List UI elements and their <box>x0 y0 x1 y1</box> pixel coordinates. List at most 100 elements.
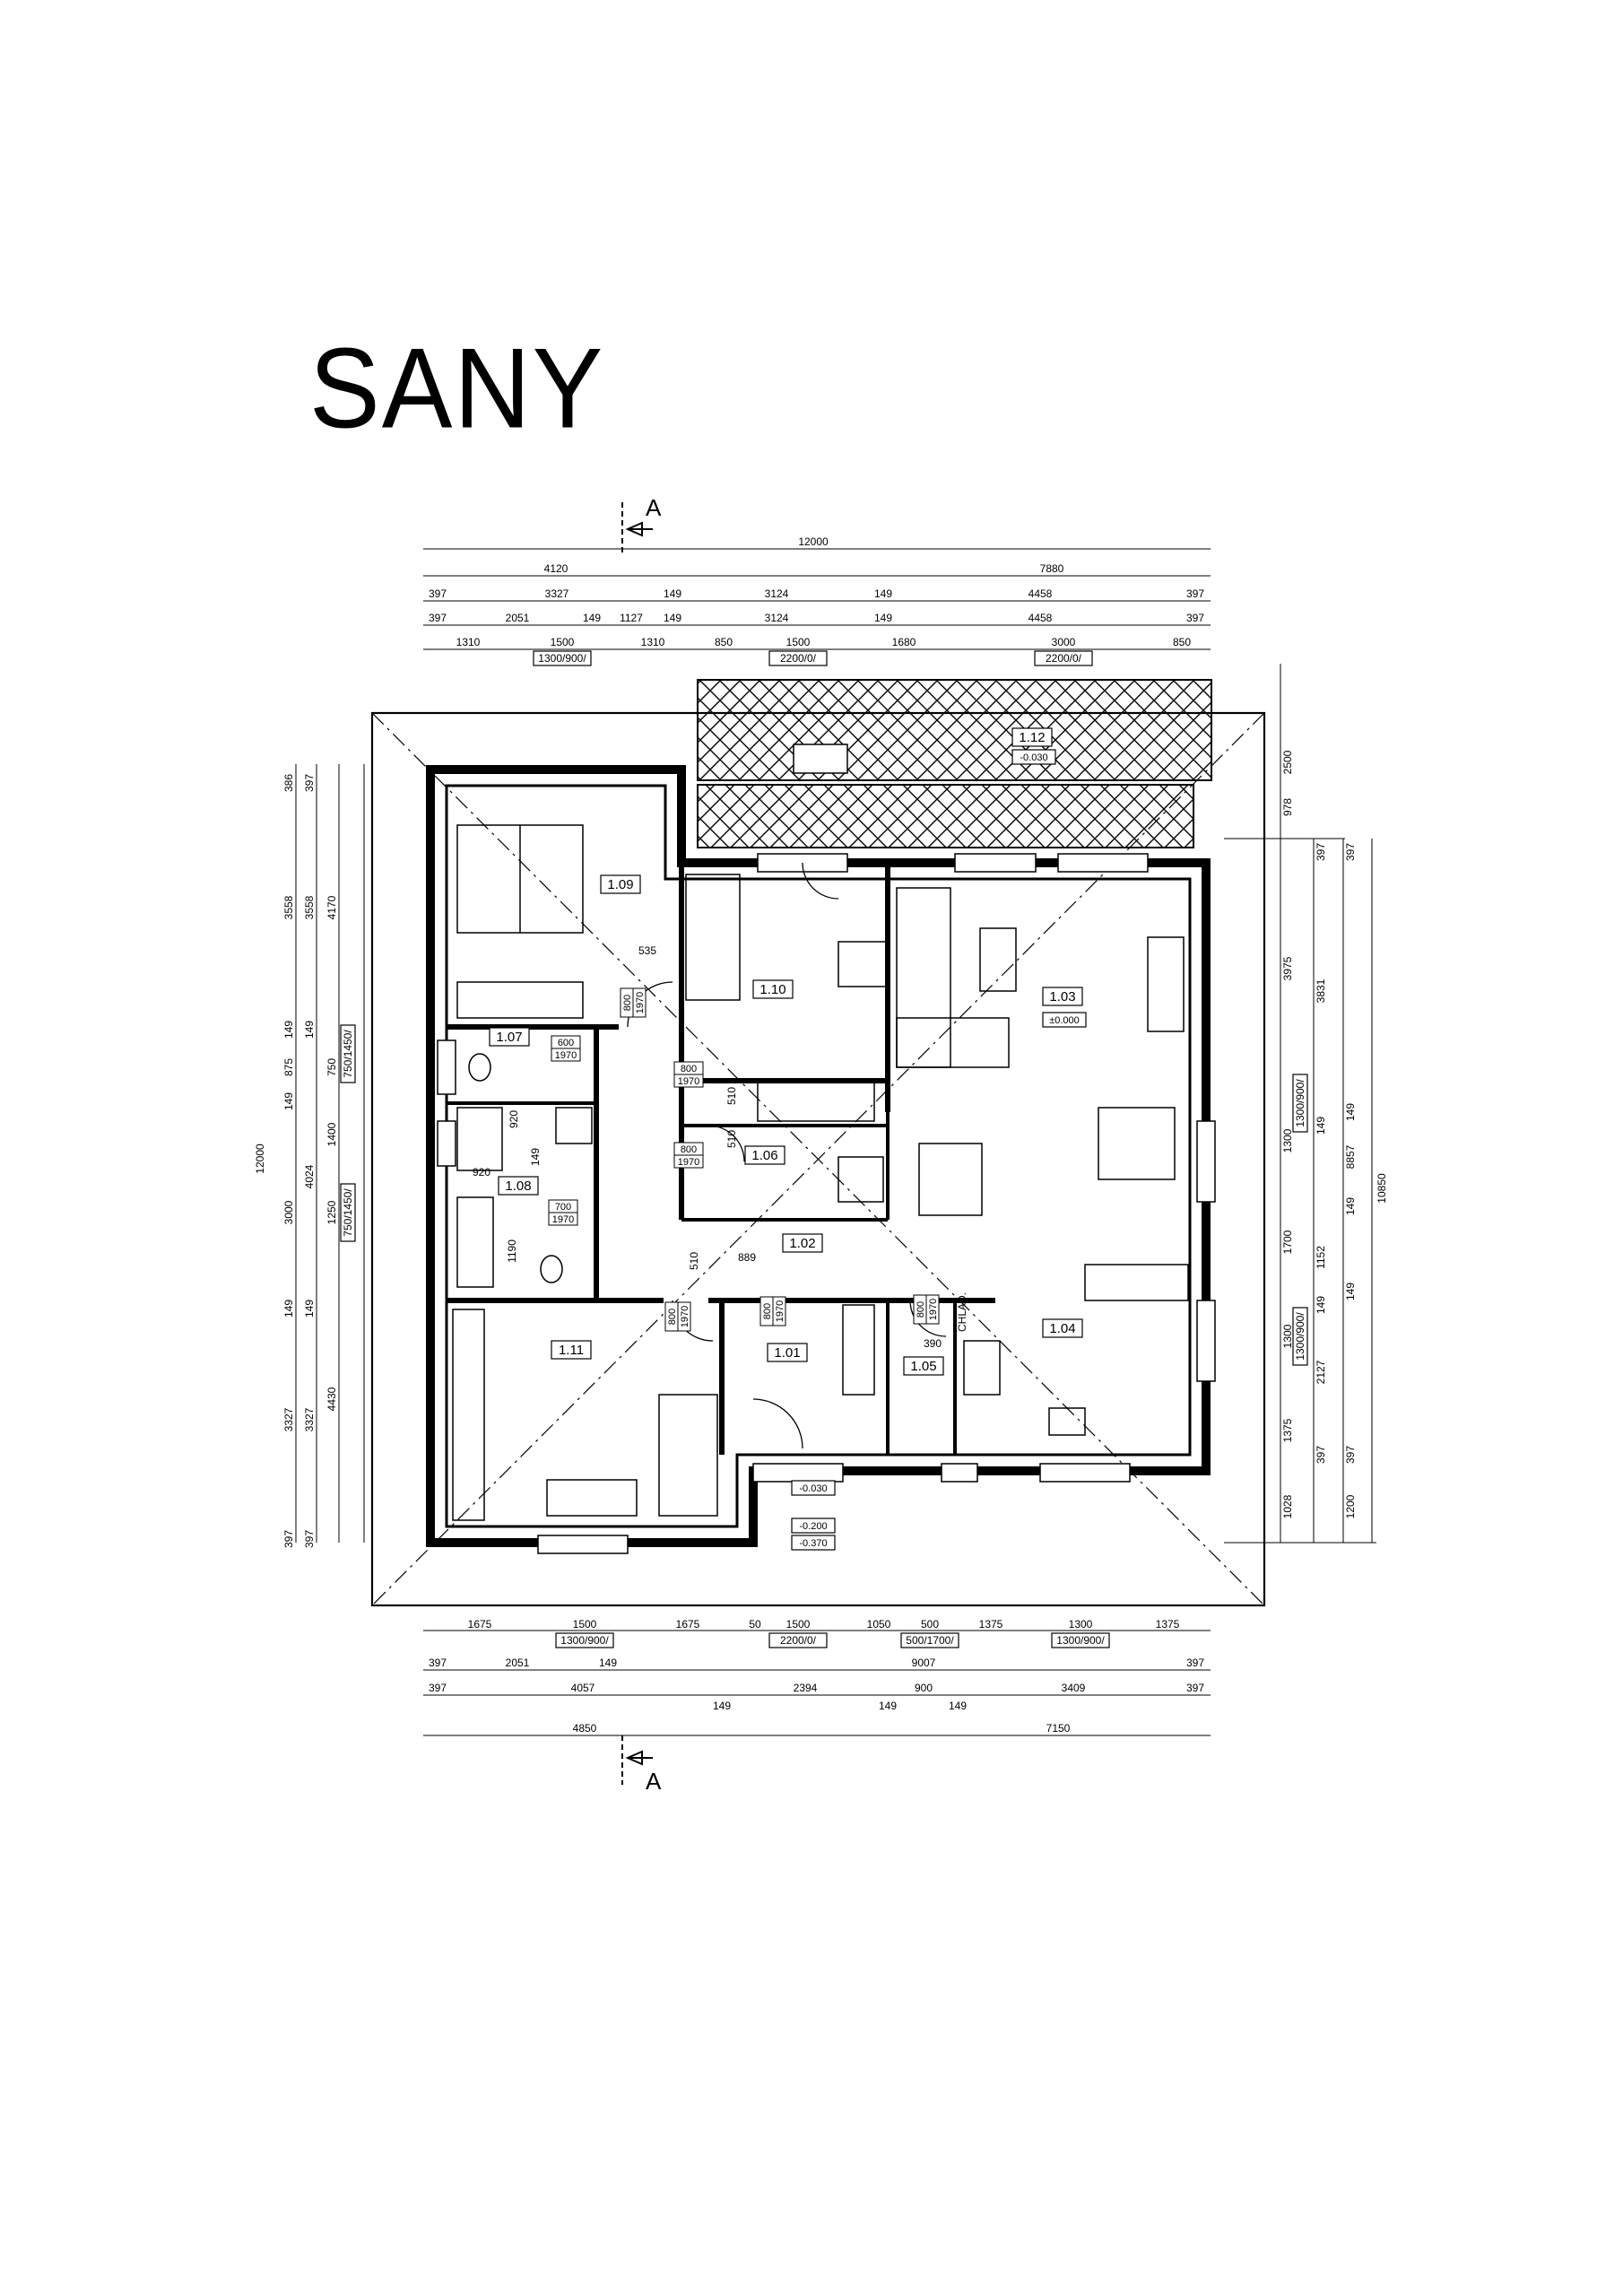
room-label: 1.11 <box>559 1343 584 1358</box>
right-dimension: 3975 <box>1281 956 1294 980</box>
tv-icon <box>1147 936 1185 1032</box>
room-label: 1.04 <box>1049 1321 1075 1336</box>
left-dimension: 750 <box>325 1058 338 1076</box>
single-bed-icon-1 <box>685 874 741 1001</box>
opening-tag-box <box>1051 1632 1110 1648</box>
sofa-icon <box>896 887 951 1068</box>
level-label: -0.030 <box>1020 752 1047 763</box>
stove-icon <box>918 1143 983 1216</box>
room-label-box <box>1042 1318 1083 1338</box>
bottom-dimension: 2394 <box>794 1682 818 1694</box>
right-dimension: 149 <box>1344 1103 1357 1121</box>
left-dimension: 4024 <box>303 1164 316 1188</box>
bottom-dimension: 1675 <box>468 1618 492 1631</box>
opening-tag-box <box>340 1024 356 1083</box>
top-dimension: 4458 <box>1028 612 1053 624</box>
left-dimension: 1250 <box>325 1200 338 1224</box>
bottom-dimension: 1050 <box>867 1618 891 1631</box>
right-dimension: 8857 <box>1344 1144 1357 1169</box>
right-dimension: 1375 <box>1281 1418 1294 1442</box>
opening-tag: 500/1700/ <box>906 1634 954 1647</box>
bottom-dimension: 149 <box>713 1700 731 1712</box>
bottom-dimension: 2051 <box>506 1657 530 1669</box>
door-tag-value: 1970 <box>678 1076 699 1087</box>
bottom-dimension: 397 <box>1186 1682 1204 1694</box>
top-dimension: 3000 <box>1052 636 1076 648</box>
sink-icon <box>1048 1407 1086 1436</box>
bottom-dimension: 1500 <box>786 1618 811 1631</box>
left-dimension: 3558 <box>282 895 295 919</box>
bottom-dimension: 1500 <box>573 1618 597 1631</box>
interior-dimension: 920 <box>473 1166 490 1178</box>
level-box <box>791 1535 836 1551</box>
bottom-dimension: 500 <box>921 1618 939 1631</box>
drawing-title: SANY <box>309 325 605 453</box>
left-dimension: 875 <box>282 1058 295 1076</box>
right-dimension: 10850 <box>1376 1173 1388 1204</box>
left-dimension: 386 <box>282 774 295 792</box>
interior-dimension: 149 <box>529 1148 542 1166</box>
interior-dimension: 510 <box>725 1130 738 1148</box>
bottom-dimension: 1375 <box>979 1618 1003 1631</box>
bottom-dimension: 149 <box>599 1657 617 1669</box>
interior-dimension: 920 <box>508 1110 520 1128</box>
room-label: 1.08 <box>505 1178 531 1194</box>
left-dimension: 1400 <box>325 1122 338 1146</box>
bottom-dimension: 50 <box>749 1618 761 1631</box>
top-dimension: 2051 <box>506 612 530 624</box>
left-dimension: 149 <box>282 1092 295 1110</box>
top-dimension: 3327 <box>545 587 569 600</box>
door-tag-value: 1970 <box>678 1157 699 1168</box>
left-dimension: 3000 <box>282 1200 295 1224</box>
interior-dimension: 390 <box>924 1337 942 1350</box>
left-dimension: 149 <box>282 1300 295 1318</box>
left-dimension: 149 <box>282 1021 295 1039</box>
opening-tag: 1300/900/ <box>1056 1634 1105 1647</box>
top-dimension: 1500 <box>551 636 575 648</box>
interior-dimension: 510 <box>725 1087 738 1105</box>
right-dimension: 1700 <box>1281 1230 1294 1254</box>
left-dimension: 149 <box>303 1300 316 1318</box>
opening-tag-box <box>340 1183 356 1242</box>
bottom-dimension: 149 <box>879 1700 897 1712</box>
exterior-walls <box>426 765 1211 1547</box>
door-tag-value: 600 <box>558 1038 574 1048</box>
opening-tag: 1300/900/ <box>560 1634 609 1647</box>
right-dimension: 397 <box>1344 843 1357 861</box>
door-tag-value: 1970 <box>928 1299 939 1320</box>
left-dimension: 12000 <box>254 1144 266 1174</box>
hob-icon <box>963 1340 1001 1396</box>
top-dimension: 3124 <box>765 587 789 600</box>
top-dimension: 149 <box>583 612 601 624</box>
bottom-dimension: 4057 <box>571 1682 595 1694</box>
top-dimension: 149 <box>874 587 892 600</box>
bottom-dimension: 149 <box>949 1700 967 1712</box>
left-dimension: 3558 <box>303 895 316 919</box>
furniture <box>452 824 1189 1521</box>
level-label: -0.370 <box>799 1538 827 1549</box>
right-dimension: 2127 <box>1315 1360 1327 1384</box>
interior-dimension: 889 <box>738 1251 756 1264</box>
right-dimension: 149 <box>1315 1296 1327 1314</box>
top-dimension: 1680 <box>892 636 916 648</box>
room-label-box <box>498 1176 539 1196</box>
single-bed-icon-3 <box>658 1394 718 1517</box>
left-dimension: 397 <box>282 1530 295 1548</box>
bottom-dimension: 7150 <box>1046 1722 1071 1735</box>
top-dimension: 850 <box>1173 636 1191 648</box>
top-dimension: 1127 <box>620 612 643 624</box>
opening-tag: 750/1450/ <box>342 1030 354 1078</box>
top-dimension: 12000 <box>798 535 829 548</box>
single-bed-icon-2 <box>757 1080 875 1122</box>
door-tag-value: 800 <box>762 1303 773 1319</box>
section-letter-top: A <box>646 494 662 521</box>
right-dimension: 397 <box>1315 1446 1327 1464</box>
section-mark-bottom: A <box>621 1735 662 1795</box>
top-dimension: 397 <box>429 587 447 600</box>
desk-icon-2 <box>546 1479 638 1517</box>
door-tag-value: 1970 <box>555 1050 577 1061</box>
toilet-icon-1 <box>468 1053 491 1082</box>
